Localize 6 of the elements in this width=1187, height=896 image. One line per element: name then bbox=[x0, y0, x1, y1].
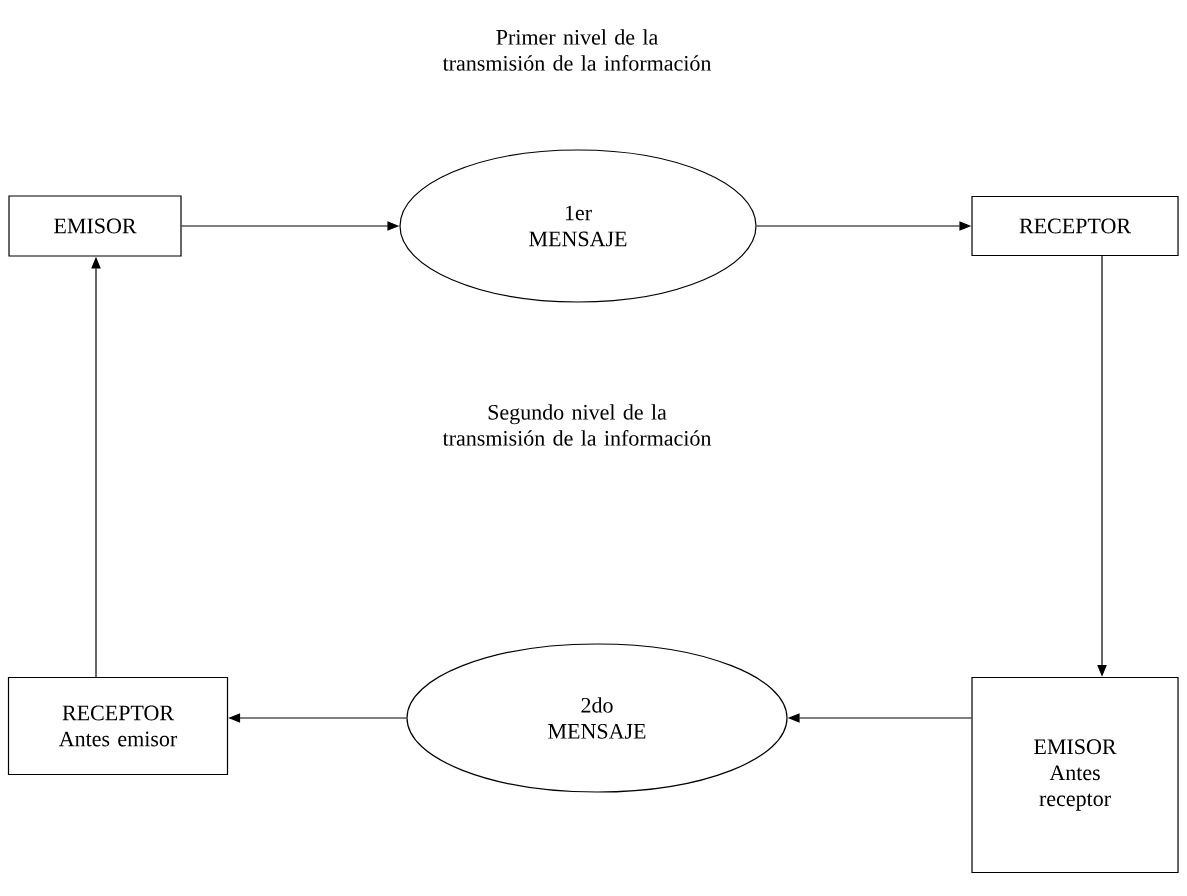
level-caption: Primer nivel de la transmisión de la información bbox=[442, 29, 712, 71]
process-box: EMISOR bbox=[8, 195, 182, 257]
level-caption: Segundo nivel de la transmisión de la información bbox=[442, 404, 712, 446]
process-box: RECEPTOR Antes emisor bbox=[7, 676, 229, 776]
process-box: EMISOR Antes receptor bbox=[971, 676, 1179, 874]
process-box: RECEPTOR bbox=[971, 195, 1179, 257]
